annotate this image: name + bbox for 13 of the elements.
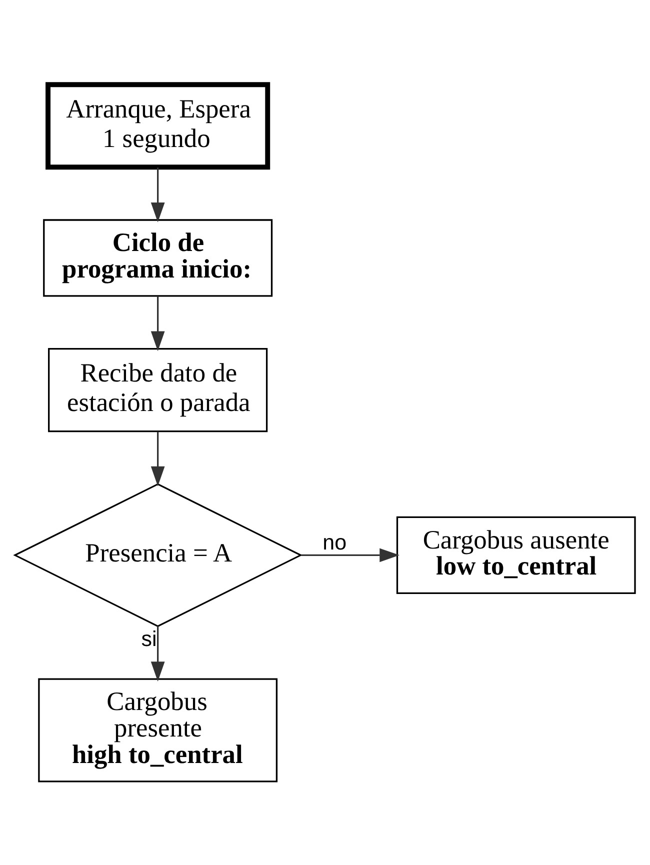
arrow [150,296,165,351]
arrow [150,167,165,222]
node-box: Cargobus presente high to_central [38,678,278,782]
node-box: Ciclo de programa inicio: [43,218,273,296]
node-box: Recibe dato de estación o parada [48,347,268,432]
node-diamond: Presencia = A [13,482,302,627]
node-box: Arranque, Espera 1 segundo [46,82,270,170]
arrow [150,431,165,486]
arrow [301,548,400,562]
node-box: Cargobus ausente low to_central [396,516,636,594]
edge-label: si [141,626,157,651]
arrow [150,626,165,681]
edge-label: no [322,530,347,554]
